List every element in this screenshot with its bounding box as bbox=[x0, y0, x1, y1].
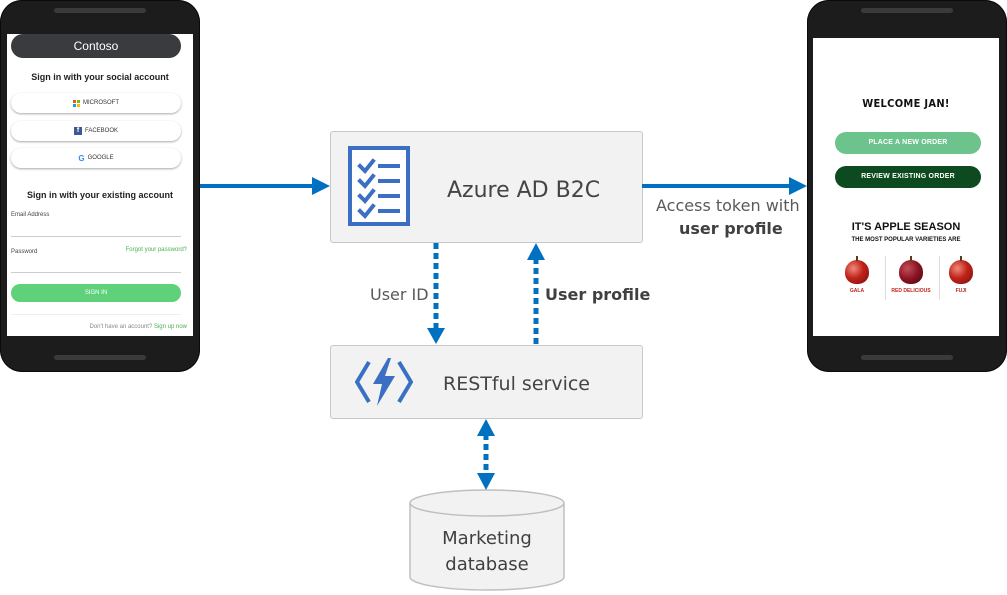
google-button[interactable]: G GOOGLE bbox=[11, 148, 181, 168]
email-field[interactable] bbox=[11, 236, 181, 237]
phone-speaker-bottom bbox=[54, 355, 146, 360]
phone-speaker bbox=[861, 8, 953, 13]
forgot-password-link[interactable]: Forgot your password? bbox=[125, 247, 187, 253]
left-phone-screen: Contoso Sign in with your social account… bbox=[7, 34, 193, 336]
signup-row: Don't have an account? Sign up now bbox=[89, 324, 187, 330]
access-token-label: Access token with bbox=[656, 196, 800, 215]
arrowhead bbox=[427, 328, 445, 344]
microsoft-label: MICROSOFT bbox=[83, 100, 119, 106]
contoso-header: Contoso bbox=[11, 34, 181, 58]
restful-service-label: RESTful service bbox=[443, 373, 590, 395]
google-label: GOOGLE bbox=[87, 155, 114, 161]
marketing-database-cylinder bbox=[409, 489, 565, 591]
right-phone-screen: WELCOME JAN! PLACE A NEW ORDER REVIEW EX… bbox=[813, 38, 999, 336]
apple-season-title: IT'S APPLE SEASON bbox=[851, 221, 961, 233]
facebook-label: FACEBOOK bbox=[84, 128, 118, 134]
welcome-heading: WELCOME JAN! bbox=[862, 97, 950, 110]
apple-divider bbox=[939, 256, 940, 300]
user-profile-label: User profile bbox=[545, 285, 651, 304]
password-field[interactable] bbox=[11, 272, 181, 273]
arrowhead bbox=[527, 243, 545, 260]
apple-name: RED DELICIOUS bbox=[891, 288, 931, 294]
database-label-line2: database bbox=[445, 554, 529, 575]
facebook-icon: f bbox=[73, 127, 82, 135]
azure-functions-icon bbox=[355, 358, 413, 406]
checklist-icon bbox=[348, 146, 410, 226]
azure-ad-b2c-label: Azure AD B2C bbox=[447, 178, 601, 203]
apple-name: FUJI bbox=[955, 288, 967, 294]
azure-ad-b2c-box: Azure AD B2C bbox=[330, 131, 643, 243]
microsoft-button[interactable]: MICROSOFT bbox=[11, 93, 181, 113]
apple-icon bbox=[845, 256, 869, 284]
access-token-user-profile-text: user profile bbox=[679, 219, 783, 238]
review-order-button[interactable]: REVIEW EXISTING ORDER bbox=[835, 166, 981, 188]
apple-icon bbox=[949, 256, 973, 284]
apple-divider bbox=[885, 256, 886, 300]
arrowhead bbox=[477, 419, 495, 436]
phone-speaker bbox=[54, 8, 146, 13]
phone-speaker-bottom bbox=[861, 355, 953, 360]
apple-item-gala: GALA bbox=[831, 256, 883, 304]
social-heading: Sign in with your social account bbox=[31, 72, 169, 82]
sign-up-link[interactable]: Sign up now bbox=[153, 324, 187, 330]
left-phone: Contoso Sign in with your social account… bbox=[0, 0, 200, 372]
place-order-button[interactable]: PLACE A NEW ORDER bbox=[835, 132, 981, 154]
database-label-line1: Marketing bbox=[442, 528, 532, 549]
apple-item-fuji: FUJI bbox=[935, 256, 987, 304]
google-icon: G bbox=[78, 153, 85, 163]
apple-item-red-delicious: RED DELICIOUS bbox=[885, 256, 937, 304]
apple-season-subtitle: THE MOST POPULAR VARIETIES ARE bbox=[851, 237, 961, 243]
apple-name: GALA bbox=[849, 288, 865, 294]
no-account-text: Don't have an account? bbox=[89, 324, 153, 330]
arrowhead bbox=[477, 473, 495, 490]
password-label: Password bbox=[11, 249, 38, 255]
access-token-user-profile-label: user profile bbox=[679, 219, 783, 238]
existing-heading: Sign in with your existing account bbox=[26, 190, 173, 200]
user-id-label: User ID bbox=[370, 285, 429, 304]
sign-in-button[interactable]: SIGN IN bbox=[11, 284, 181, 302]
restful-service-box: RESTful service bbox=[330, 345, 643, 419]
arrowhead bbox=[312, 177, 330, 195]
right-phone: WELCOME JAN! PLACE A NEW ORDER REVIEW EX… bbox=[807, 0, 1007, 372]
apple-icon bbox=[899, 256, 923, 284]
divider bbox=[11, 314, 181, 315]
facebook-button[interactable]: f FACEBOOK bbox=[11, 121, 181, 141]
arrowhead bbox=[789, 177, 807, 195]
microsoft-icon bbox=[73, 99, 80, 107]
email-label: Email Address bbox=[11, 212, 50, 218]
